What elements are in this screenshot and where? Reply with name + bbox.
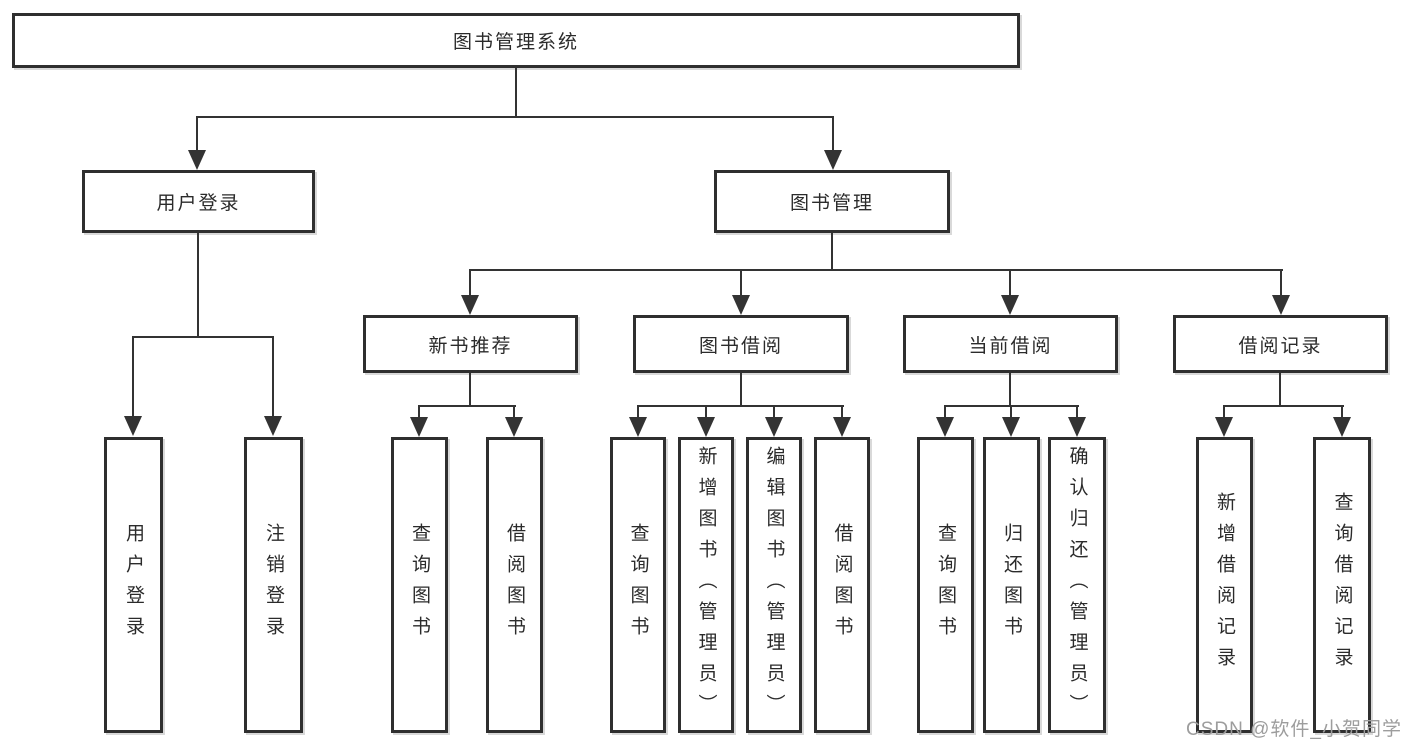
leaf-borrow-books: 借阅图书 — [814, 437, 870, 733]
leaf-label: 新增图书（管理员） — [695, 445, 717, 725]
connector-borrow-drop-4 — [841, 405, 843, 419]
arrow-down — [824, 150, 842, 170]
node-current-borrowing: 当前借阅 — [903, 315, 1118, 373]
leaf-label: 新增借阅记录 — [1214, 492, 1235, 678]
connector-newbook-trunk — [469, 373, 471, 406]
arrow-down — [765, 417, 783, 437]
leaf-label: 借阅图书 — [504, 523, 525, 647]
connector-records-trunk — [1279, 373, 1281, 406]
connector-root-split — [196, 116, 834, 118]
connector-mgmt-split — [469, 269, 1283, 271]
connector-mgmt-drop-1 — [469, 269, 471, 297]
connector-login-split — [132, 336, 274, 338]
csdn-watermark: CSDN @软件_小贺同学 — [1186, 719, 1402, 740]
node-book-management: 图书管理 — [714, 170, 950, 233]
connector-root-left-drop — [196, 116, 198, 152]
leaf-label: 用户登录 — [123, 523, 144, 647]
node-borrowing-records: 借阅记录 — [1173, 315, 1388, 373]
connector-newbook-drop-2 — [513, 405, 515, 419]
leaf-user-login: 用户登录 — [104, 437, 163, 733]
leaf-query-borrow-record: 查询借阅记录 — [1313, 437, 1371, 733]
leaf-query-books-borrow: 查询图书 — [610, 437, 666, 733]
connector-mgmt-drop-3 — [1009, 269, 1011, 297]
arrow-down — [461, 295, 479, 315]
connector-records-drop-1 — [1223, 405, 1225, 419]
leaf-add-borrow-record: 新增借阅记录 — [1196, 437, 1253, 733]
connector-current-drop-3 — [1076, 405, 1078, 419]
leaf-label: 查询图书 — [627, 523, 649, 647]
connector-mgmt-drop-4 — [1280, 269, 1282, 297]
arrow-down — [188, 150, 206, 170]
connector-borrow-split — [637, 405, 844, 407]
connector-current-trunk — [1009, 373, 1011, 406]
node-root-library-management-system: 图书管理系统 — [12, 13, 1020, 68]
arrow-down — [1272, 295, 1290, 315]
connector-newbook-split — [418, 405, 516, 407]
leaf-logout: 注销登录 — [244, 437, 303, 733]
connector-records-split — [1223, 405, 1344, 407]
leaf-label: 确认归还（管理员） — [1066, 445, 1088, 725]
leaf-label: 编辑图书（管理员） — [763, 445, 785, 725]
node-new-book-recommendation: 新书推荐 — [363, 315, 578, 373]
arrow-down — [1002, 417, 1020, 437]
arrow-down — [732, 295, 750, 315]
leaf-label: 借阅图书 — [831, 523, 853, 647]
connector-root-trunk — [515, 68, 517, 116]
leaf-add-books-admin: 新增图书（管理员） — [678, 437, 734, 733]
connector-login-right-drop — [272, 336, 274, 416]
arrow-down — [697, 417, 715, 437]
leaf-query-books-newbook: 查询图书 — [391, 437, 448, 733]
leaf-label: 查询借阅记录 — [1331, 492, 1353, 678]
leaf-label: 归还图书 — [1001, 523, 1022, 647]
connector-mgmt-drop-2 — [740, 269, 742, 297]
arrow-down — [629, 417, 647, 437]
connector-login-trunk — [197, 233, 199, 337]
connector-root-right-drop — [832, 116, 834, 152]
connector-borrow-trunk — [740, 373, 742, 406]
leaf-query-books-current: 查询图书 — [917, 437, 974, 733]
connector-mgmt-trunk — [831, 233, 833, 270]
connector-borrow-drop-2 — [705, 405, 707, 419]
leaf-label: 查询图书 — [935, 523, 956, 647]
arrow-down — [1215, 417, 1233, 437]
connector-borrow-drop-1 — [637, 405, 639, 419]
arrow-down — [1001, 295, 1019, 315]
arrow-down — [505, 417, 523, 437]
connector-records-drop-2 — [1341, 405, 1343, 419]
arrow-down — [1068, 417, 1086, 437]
node-user-login: 用户登录 — [82, 170, 315, 233]
connector-borrow-drop-3 — [773, 405, 775, 419]
arrow-down — [833, 417, 851, 437]
connector-newbook-drop-1 — [418, 405, 420, 419]
leaf-confirm-return-admin: 确认归还（管理员） — [1048, 437, 1106, 733]
arrow-down — [124, 416, 142, 436]
leaf-label: 注销登录 — [263, 523, 284, 647]
leaf-edit-books-admin: 编辑图书（管理员） — [746, 437, 802, 733]
connector-current-drop-2 — [1010, 405, 1012, 419]
arrow-down — [1333, 417, 1351, 437]
connector-current-drop-1 — [944, 405, 946, 419]
arrow-down — [410, 417, 428, 437]
leaf-borrow-books-newbook: 借阅图书 — [486, 437, 543, 733]
leaf-return-books: 归还图书 — [983, 437, 1040, 733]
node-book-borrowing: 图书借阅 — [633, 315, 849, 373]
leaf-label: 查询图书 — [409, 523, 430, 647]
arrow-down — [936, 417, 954, 437]
connector-login-left-drop — [132, 336, 134, 416]
arrow-down — [264, 416, 282, 436]
